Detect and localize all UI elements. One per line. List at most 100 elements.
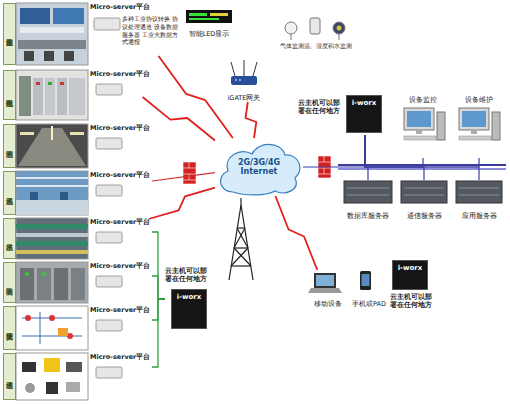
micro-server-platform: Micro-server平台 <box>90 219 152 245</box>
server: 数据库服务器 <box>340 180 396 220</box>
computer-icon <box>404 136 436 140</box>
photo-communication <box>66 362 82 372</box>
led-display: 智能LED显示 <box>178 8 240 38</box>
photo-fire-alarm <box>25 315 31 321</box>
firewall <box>324 156 325 162</box>
system-label: 排水系统 <box>3 218 16 259</box>
system-label: 照明系统 <box>3 124 16 168</box>
signal-tower <box>234 228 245 248</box>
platform-label: Micro-server平台 <box>90 4 150 11</box>
photo-security <box>37 268 51 300</box>
photo-ventilation <box>16 177 88 179</box>
phone-icon <box>360 271 371 290</box>
device-label: 手机或PAD <box>348 301 390 308</box>
photo-lighting-tunnel <box>20 132 34 135</box>
led-screen <box>189 18 219 20</box>
server: 应用服务器 <box>452 180 506 220</box>
photo-power-cabinets <box>69 78 85 115</box>
firewall <box>324 168 325 174</box>
photo-power-cabinets <box>33 78 43 115</box>
micro-server-icon <box>96 276 122 287</box>
mobile-device: 手机或PAD <box>348 270 390 308</box>
cloud-host: 云主机可以部署在任何地方 i-worx <box>165 267 223 331</box>
device-name: i-worx <box>171 289 207 329</box>
photo-ventilation <box>16 200 88 215</box>
micro-server-platform: Micro-server平台 <box>90 263 152 289</box>
micro-server-icon <box>96 84 122 95</box>
photo-drainage <box>16 218 88 259</box>
micro-server-platform: Micro-server平台 <box>90 71 152 97</box>
system-panel: 火灾报警系统 <box>3 306 88 350</box>
photo-drainage <box>16 218 88 259</box>
firewall <box>189 174 190 180</box>
rack-server-stripes <box>347 195 389 196</box>
photo-communication <box>16 353 88 400</box>
photo-power-cabinets <box>57 78 67 115</box>
system-label: 火灾报警系统 <box>3 306 16 350</box>
deploy-note: 云主机可以部署在任何地方 <box>165 267 213 283</box>
system-label: 供配电系统 <box>3 70 16 120</box>
micro-server-platform: Micro-server平台多种工业协议转换 协议处理通道 设备数据服务器 工业… <box>90 4 180 56</box>
system-panel: 照明系统 <box>3 124 88 168</box>
network-link <box>365 135 424 180</box>
firewall <box>318 174 331 175</box>
laptop-icon <box>308 288 342 293</box>
led-screen <box>210 13 228 16</box>
signal-tower <box>231 248 248 266</box>
deploy-note: 云主机可以部署在任何地方 <box>390 293 438 309</box>
network-link <box>365 135 423 167</box>
network-link <box>365 135 479 167</box>
photo-drainage <box>16 224 88 229</box>
firewall <box>183 174 196 175</box>
workstation: 设备监控 <box>398 96 448 158</box>
device-label: 智能LED显示 <box>178 31 240 38</box>
device-label: 设备监控 <box>398 96 448 104</box>
photo-security <box>20 268 34 300</box>
firewall <box>318 162 331 163</box>
photo-drainage <box>16 241 88 246</box>
sensor-label: 积水监测 <box>328 43 352 50</box>
rack-server-stripes <box>404 195 444 196</box>
photo-lighting-tunnel <box>16 124 88 168</box>
network-link <box>152 232 165 299</box>
rack-server-stripes <box>459 188 499 189</box>
system-panel: 通风系统 <box>3 171 88 215</box>
micro-server-platform: Micro-server平台 <box>90 125 152 151</box>
deploy-note: 云主机可以部署在任何地方 <box>298 99 346 115</box>
router-icon <box>235 79 237 81</box>
sensor-label: 气体监测 <box>280 43 304 50</box>
photo-control-room <box>18 40 86 49</box>
micro-server-icon <box>96 185 122 196</box>
photo-security <box>54 268 68 300</box>
photo-ventilation <box>60 192 68 200</box>
photo-fire-alarm <box>40 312 41 344</box>
photo-power-cabinets <box>36 82 40 85</box>
photo-security <box>16 262 88 303</box>
platform-label: Micro-server平台 <box>90 71 150 78</box>
router-icon <box>244 60 245 76</box>
signal-tower <box>234 247 248 248</box>
platform-label: Micro-server平台 <box>90 172 150 179</box>
photo-lighting-tunnel <box>16 124 88 168</box>
photo-ventilation <box>16 171 88 215</box>
sensor-icons <box>337 26 342 31</box>
computer-icon <box>437 112 445 140</box>
network-label: 2G/3G/4G Internet <box>215 138 303 196</box>
router-icon <box>231 60 257 85</box>
wireless-link <box>275 196 317 270</box>
micro-server-platform: Micro-server平台 <box>90 354 152 380</box>
sensor-icons <box>285 22 297 34</box>
photo-security <box>71 268 85 300</box>
device-label: 应用服务器 <box>452 213 506 220</box>
photo-lighting-tunnel <box>70 132 84 135</box>
cloud-host: i-worx云主机可以部署在任何地方 <box>390 260 448 316</box>
photo-ventilation <box>16 171 88 215</box>
signal-tower <box>234 248 251 266</box>
rack-server-stripes <box>347 188 499 195</box>
computer-icon <box>416 130 422 134</box>
laptop-icon <box>316 275 334 286</box>
signal-tower <box>241 205 253 280</box>
rack-server-stripes <box>404 188 444 189</box>
network-link <box>303 135 365 167</box>
rack-server-stripes <box>459 195 499 196</box>
